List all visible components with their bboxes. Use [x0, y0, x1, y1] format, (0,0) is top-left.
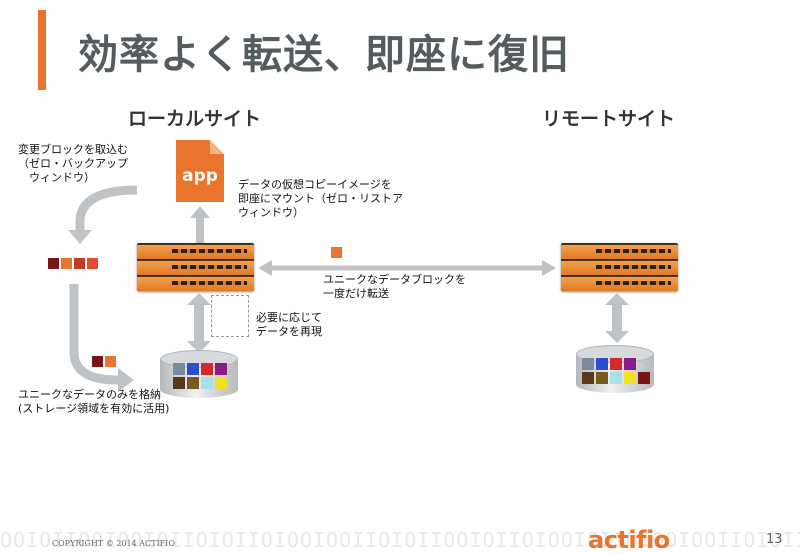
mount-note: データの仮想コピーイメージを 即座にマウント（ゼロ・リストア ウィンドウ） [238, 178, 403, 219]
unique-block [92, 356, 103, 367]
transfer-arrow [258, 260, 556, 276]
remote-site-heading: リモートサイト [542, 108, 676, 130]
title-accent-bar [38, 10, 46, 90]
unique-block [105, 356, 116, 367]
transfer-block [331, 247, 342, 258]
copyright-text: COPYRIGHT © 2014 ACTIFIO [52, 539, 175, 548]
rebuild-placeholder [211, 295, 249, 337]
capture-note: 変更ブロックを取込む （ゼロ・バックアップ ウィンドウ） [18, 143, 128, 184]
store-arrow [69, 284, 134, 392]
changed-block [87, 258, 98, 269]
remote-storage-arrow [605, 293, 629, 343]
actifio-logo: actifio [588, 526, 670, 554]
footer-binary-pattern: OOIOIIOOIOOIOIIOIOIIOIOOIOOIIOIOIIOOIOII… [0, 528, 800, 552]
mount-arrow [190, 206, 210, 244]
changed-block [61, 258, 72, 269]
page-number: 13 [766, 532, 783, 547]
remote-appliance [561, 243, 678, 291]
app-document-icon: app [176, 140, 224, 202]
remote-storage-icon [576, 345, 654, 393]
doc-fold [210, 140, 224, 154]
transfer-note: ユニークなデータブロックを 一度だけ転送 [323, 273, 466, 300]
store-note: ユニークなデータのみを格納 (ストレージ領域を有効に活用) [18, 388, 170, 415]
slide-title: 効率よく転送、即座に復旧 [78, 32, 570, 78]
capture-arrow [68, 185, 138, 244]
local-site-heading: ローカルサイト [128, 108, 262, 130]
rebuild-note: 必要に応じて データを再現 [256, 311, 322, 338]
changed-block [74, 258, 85, 269]
local-storage-arrow [187, 293, 211, 353]
app-label: app [182, 166, 218, 186]
local-storage-icon [160, 350, 238, 398]
changed-block [48, 258, 59, 269]
local-appliance [137, 243, 254, 291]
